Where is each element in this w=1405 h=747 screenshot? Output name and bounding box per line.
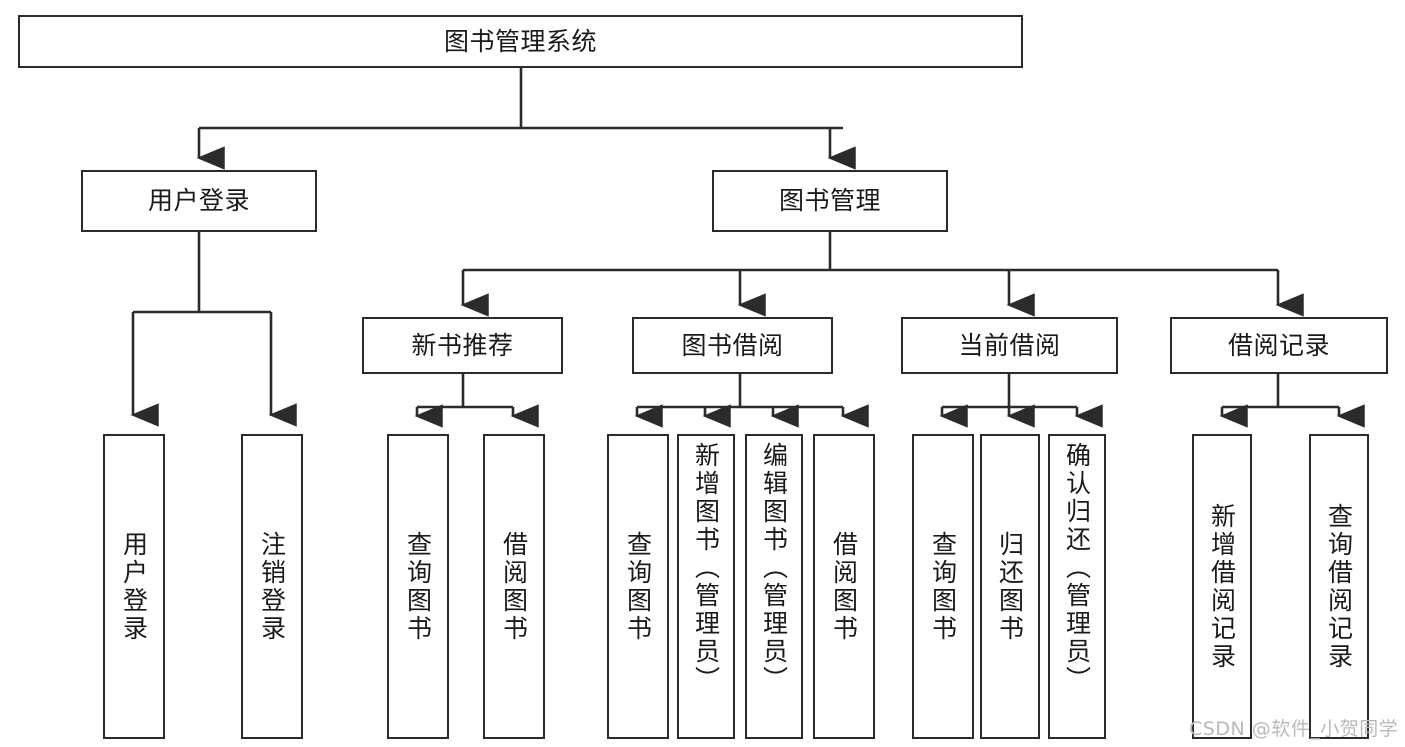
- node-user-login[interactable]: 用户登录: [81, 170, 317, 232]
- node-label: 用户登录: [119, 530, 149, 643]
- node-label: 新增借阅记录: [1207, 502, 1237, 671]
- node-book-management[interactable]: 图书管理: [712, 170, 948, 232]
- leaf-logout[interactable]: 注销登录: [241, 434, 303, 739]
- leaf-edit-book-admin[interactable]: 编辑图书（管理员）: [745, 434, 803, 739]
- node-label: 图书管理系统: [443, 26, 597, 56]
- node-current-borrow[interactable]: 当前借阅: [901, 317, 1118, 374]
- node-label: 新增图书（管理员）: [691, 442, 721, 694]
- node-label: 归还图书: [995, 530, 1025, 643]
- leaf-add-book-admin[interactable]: 新增图书（管理员）: [677, 434, 735, 739]
- watermark: CSDN @软件_小贺同学: [1189, 718, 1399, 740]
- node-label: 查询借阅记录: [1324, 502, 1354, 671]
- leaf-query-borrow-record[interactable]: 查询借阅记录: [1309, 434, 1369, 739]
- node-label: 查询图书: [623, 530, 653, 643]
- node-label: 借阅图书: [829, 530, 859, 643]
- node-label: 确认归还（管理员）: [1062, 442, 1092, 694]
- leaf-query-book-current[interactable]: 查询图书: [912, 434, 974, 739]
- node-label: 当前借阅: [958, 330, 1061, 360]
- node-label: 编辑图书（管理员）: [759, 442, 789, 694]
- leaf-add-borrow-record[interactable]: 新增借阅记录: [1192, 434, 1252, 739]
- leaf-query-book-borrow[interactable]: 查询图书: [607, 434, 669, 739]
- leaf-user-login[interactable]: 用户登录: [103, 434, 165, 739]
- node-borrow-record[interactable]: 借阅记录: [1170, 317, 1388, 374]
- leaf-borrow-book-recommend[interactable]: 借阅图书: [483, 434, 545, 739]
- node-label: 图书借阅: [681, 330, 784, 360]
- leaf-confirm-return-admin[interactable]: 确认归还（管理员）: [1048, 434, 1106, 739]
- node-label: 用户登录: [147, 186, 250, 216]
- node-label: 图书管理: [778, 186, 881, 216]
- node-label: 查询图书: [403, 530, 433, 643]
- node-new-book-recommend[interactable]: 新书推荐: [362, 317, 563, 374]
- leaf-borrow-book[interactable]: 借阅图书: [813, 434, 875, 739]
- node-label: 查询图书: [928, 530, 958, 643]
- node-label: 注销登录: [257, 530, 287, 643]
- leaf-return-book[interactable]: 归还图书: [980, 434, 1040, 739]
- node-label: 新书推荐: [411, 330, 514, 360]
- node-book-borrow[interactable]: 图书借阅: [632, 317, 833, 374]
- node-label: 借阅图书: [499, 530, 529, 643]
- leaf-query-book-recommend[interactable]: 查询图书: [387, 434, 449, 739]
- node-label: 借阅记录: [1227, 330, 1330, 360]
- node-root[interactable]: 图书管理系统: [18, 15, 1023, 68]
